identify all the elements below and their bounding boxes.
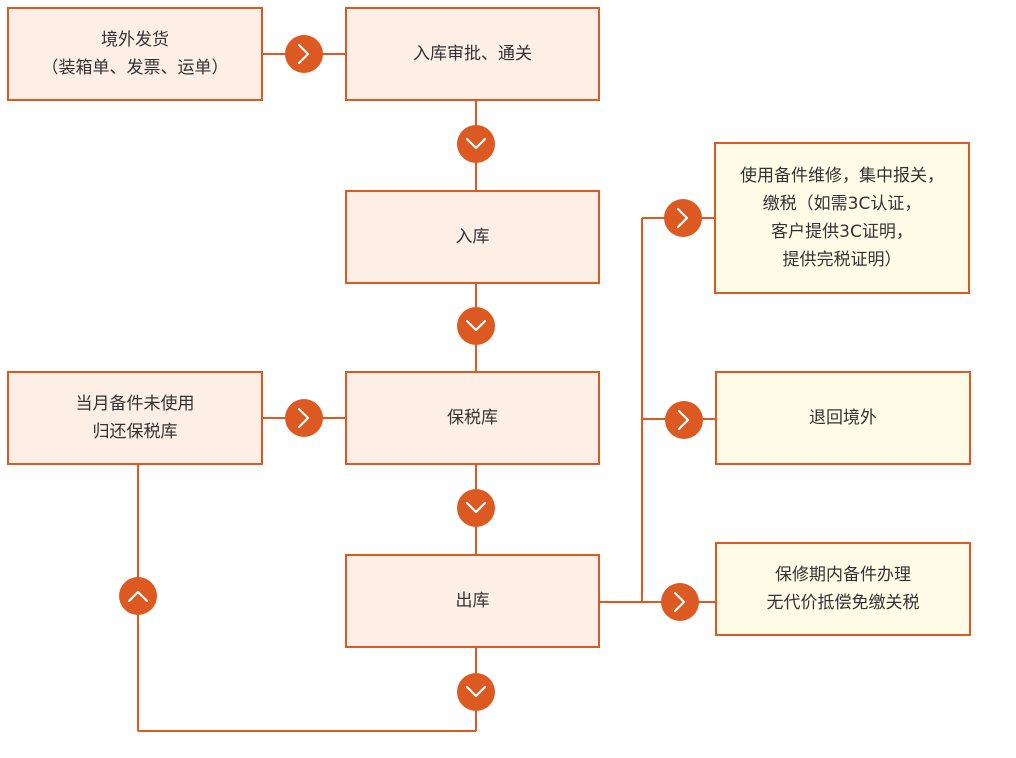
node-overseas-shipping-line1: 境外发货 <box>101 30 169 50</box>
node-repair-declare-line4: 提供完税证明） <box>782 250 902 270</box>
node-return-abroad-label: 退回境外 <box>809 408 877 428</box>
node-return-abroad: 退回境外 <box>715 371 971 465</box>
node-outbound: 出库 <box>345 554 600 648</box>
node-overseas-shipping-line2: （装箱单、发票、运单） <box>41 58 229 78</box>
node-unused-return: 当月备件未使用 归还保税库 <box>7 371 263 465</box>
node-outbound-label: 出库 <box>455 591 490 611</box>
node-bonded-warehouse-label: 保税库 <box>447 408 498 428</box>
node-inbound-approval: 入库审批、通关 <box>345 7 600 101</box>
node-warranty-exempt: 保修期内备件办理 无代价抵偿免缴关税 <box>715 542 971 636</box>
node-unused-return-line1: 当月备件未使用 <box>75 394 195 414</box>
node-repair-declare-line3: 客户提供3C证明， <box>771 222 913 242</box>
node-inbound-label: 入库 <box>455 227 490 247</box>
node-repair-declare-line2: 缴税（如需3C认证， <box>762 194 922 214</box>
node-repair-declare: 使用备件维修，集中报关， 缴税（如需3C认证， 客户提供3C证明， 提供完税证明… <box>714 142 970 294</box>
node-overseas-shipping: 境外发货 （装箱单、发票、运单） <box>7 7 263 101</box>
node-warranty-exempt-line2: 无代价抵偿免缴关税 <box>766 593 920 613</box>
node-inbound: 入库 <box>345 190 600 284</box>
node-bonded-warehouse: 保税库 <box>345 371 600 465</box>
node-inbound-approval-label: 入库审批、通关 <box>413 44 532 64</box>
node-unused-return-line2: 归还保税库 <box>92 422 178 442</box>
node-warranty-exempt-line1: 保修期内备件办理 <box>775 565 911 585</box>
node-repair-declare-line1: 使用备件维修，集中报关， <box>740 166 944 186</box>
